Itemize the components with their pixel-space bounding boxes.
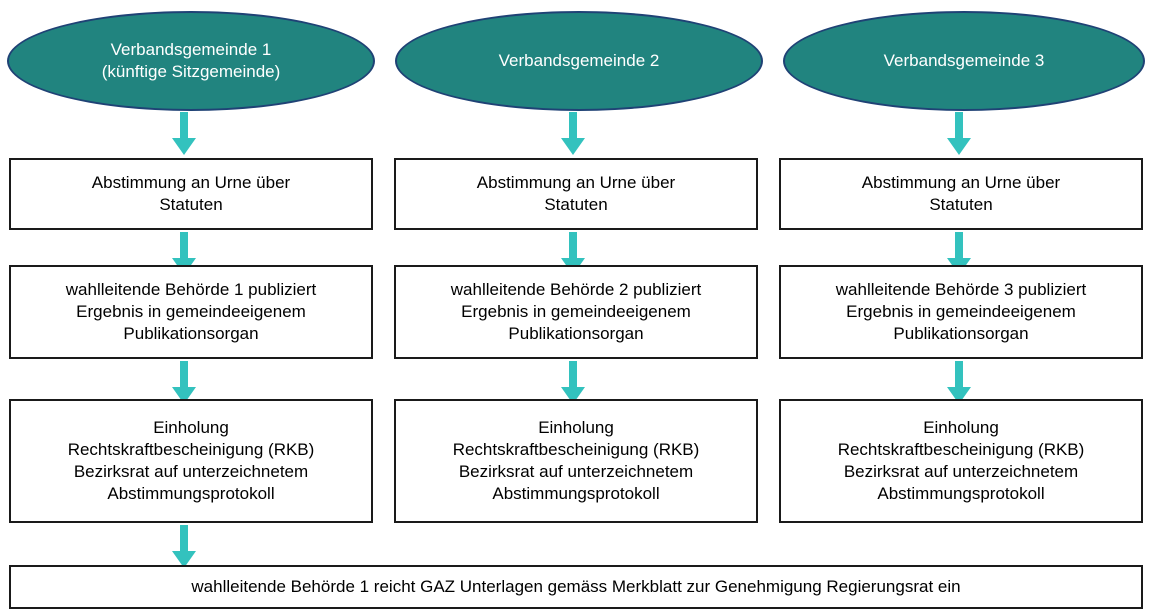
arrow-down-c3-s3 bbox=[945, 361, 973, 405]
start-node-verbandsgemeinde-1[interactable]: Verbandsgemeinde 1 (künftige Sitzgemeind… bbox=[7, 11, 375, 111]
process-box-final-step[interactable]: wahlleitende Behörde 1 reicht GAZ Unterl… bbox=[9, 565, 1143, 609]
process-box-c3-step-2[interactable]: wahlleitende Behörde 3 publiziert Ergebn… bbox=[779, 265, 1143, 359]
process-box-c1-step-3[interactable]: Einholung Rechtskraftbescheinigung (RKB)… bbox=[9, 399, 373, 523]
arrow-down-c2-s2 bbox=[559, 232, 587, 276]
process-box-c2-step-3[interactable]: Einholung Rechtskraftbescheinigung (RKB)… bbox=[394, 399, 758, 523]
process-box-c1-step-1[interactable]: Abstimmung an Urne über Statuten bbox=[9, 158, 373, 230]
arrow-down-c1-s1 bbox=[170, 112, 198, 156]
arrow-down-c1-s3 bbox=[170, 361, 198, 405]
process-box-c2-step-1[interactable]: Abstimmung an Urne über Statuten bbox=[394, 158, 758, 230]
start-node-verbandsgemeinde-3[interactable]: Verbandsgemeinde 3 bbox=[783, 11, 1145, 111]
process-box-c1-step-2[interactable]: wahlleitende Behörde 1 publiziert Ergebn… bbox=[9, 265, 373, 359]
process-box-c3-step-1[interactable]: Abstimmung an Urne über Statuten bbox=[779, 158, 1143, 230]
arrow-down-c2-s1 bbox=[559, 112, 587, 156]
arrow-down-c2-s3 bbox=[559, 361, 587, 405]
arrow-down-c1-s2 bbox=[170, 232, 198, 276]
arrow-down-c3-s1 bbox=[945, 112, 973, 156]
process-box-c3-step-3[interactable]: Einholung Rechtskraftbescheinigung (RKB)… bbox=[779, 399, 1143, 523]
start-node-verbandsgemeinde-2[interactable]: Verbandsgemeinde 2 bbox=[395, 11, 763, 111]
arrow-down-final bbox=[170, 525, 198, 569]
arrow-down-c3-s2 bbox=[945, 232, 973, 276]
process-box-c2-step-2[interactable]: wahlleitende Behörde 2 publiziert Ergebn… bbox=[394, 265, 758, 359]
